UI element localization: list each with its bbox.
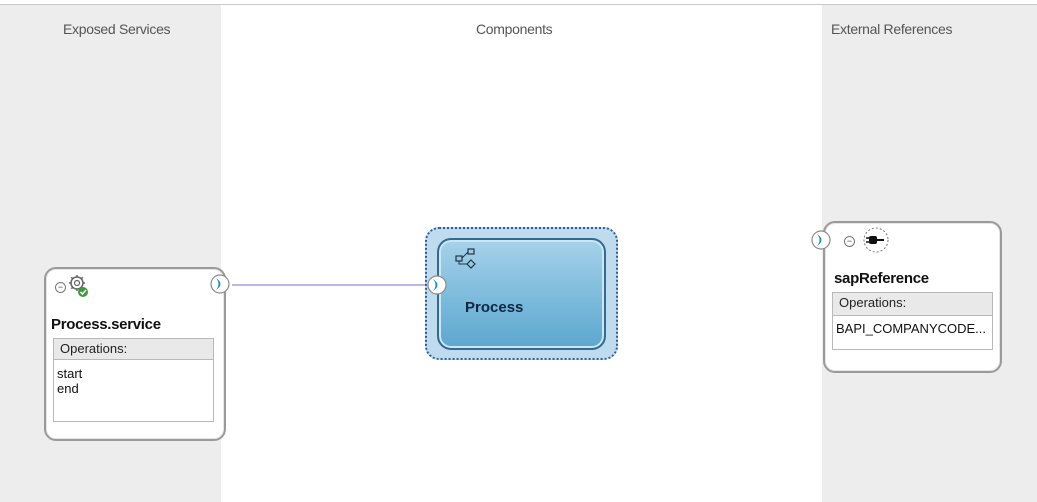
service-operations-header: Operations: xyxy=(53,338,214,360)
process-component-selection[interactable]: Process xyxy=(425,227,618,360)
lane-title-exposed-services: Exposed Services xyxy=(63,21,171,37)
component-port-icon[interactable] xyxy=(427,275,447,295)
collapse-icon[interactable]: − xyxy=(55,282,66,293)
operation-bapi-companycode[interactable]: BAPI_COMPANYCODE... xyxy=(836,321,987,336)
bpel-process-icon xyxy=(455,248,476,269)
process-component[interactable]: Process xyxy=(437,238,606,350)
adapter-plug-icon xyxy=(863,227,889,253)
port-arrow-icon[interactable] xyxy=(210,274,230,294)
sap-reference-box[interactable]: − sapReference Operations: BAPI_COMPANYC… xyxy=(823,221,1002,373)
lane-title-components: Components xyxy=(476,21,553,37)
service-title: Process.service xyxy=(51,316,161,333)
process-service-box[interactable]: − Process.service Operations: start end xyxy=(44,267,226,441)
component-label: Process xyxy=(465,299,524,316)
service-operations-list: start end xyxy=(53,360,214,422)
reference-operations-header: Operations: xyxy=(832,292,993,316)
reference-title: sapReference xyxy=(834,270,929,287)
top-border xyxy=(0,4,1037,5)
operation-end[interactable]: end xyxy=(57,381,79,396)
operation-start[interactable]: start xyxy=(57,366,83,381)
reference-port-icon[interactable] xyxy=(811,230,831,250)
lane-title-external-references: External References xyxy=(831,21,953,37)
collapse-icon[interactable]: − xyxy=(844,236,855,247)
gear-service-icon xyxy=(69,275,88,297)
reference-operations-list: BAPI_COMPANYCODE... xyxy=(832,316,993,350)
